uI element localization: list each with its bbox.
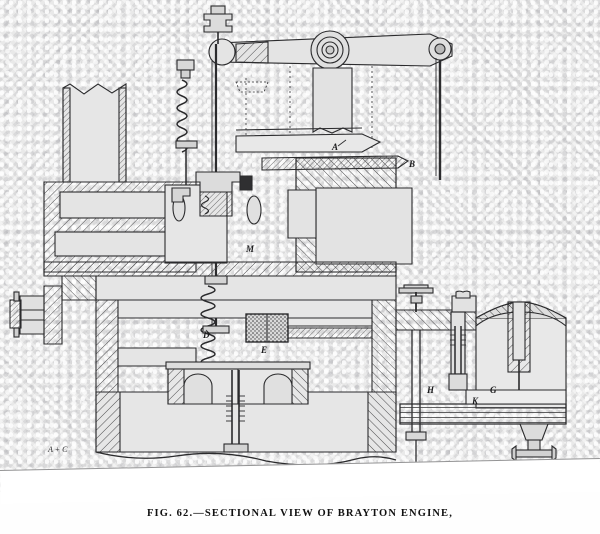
part-label-A: A	[331, 142, 338, 152]
vessel-plunger-bore	[512, 301, 526, 361]
beam-left-boss	[208, 38, 236, 66]
spring-upper-seat	[204, 275, 228, 285]
rod-E-lower	[287, 327, 373, 339]
valve-dark-block	[239, 175, 253, 191]
gland-packing-coil	[200, 195, 210, 215]
beam-end-eye-bore	[434, 43, 446, 55]
cylinder-wall-section-right	[118, 87, 127, 183]
block-lower-ceiling	[117, 299, 373, 319]
block-lower-upper-band	[95, 275, 397, 301]
piston-hatch-left	[167, 367, 185, 405]
top-valve-cap	[210, 5, 226, 15]
base-broken-edge	[95, 451, 397, 466]
top-valve-handle	[398, 284, 434, 312]
packing-gland	[195, 171, 241, 217]
liquid-level-K	[399, 403, 567, 425]
piston-cap	[165, 361, 311, 370]
part-label-M: M	[245, 244, 255, 254]
beam-pivot-ring-outer	[316, 36, 344, 64]
lower-spring-D	[200, 275, 230, 367]
piston-hatch-right	[291, 367, 309, 405]
stud-collar	[180, 69, 191, 79]
rod-E-upper	[287, 317, 373, 327]
valve-bar-A	[235, 133, 382, 153]
block-mid-deck	[43, 261, 397, 277]
stud-head	[176, 59, 195, 71]
figure-illustration: A B M D E H K G A + C	[9, 5, 567, 466]
figure-caption: FIG. 62.—SECTIONAL VIEW OF BRAYTON ENGIN…	[146, 508, 453, 519]
spring-seat	[175, 140, 198, 149]
piston-rod-threads	[226, 395, 245, 422]
left-flange-port	[9, 285, 63, 345]
beam-pivot-bore	[325, 45, 335, 55]
coil-spring-upper	[176, 79, 188, 153]
brayton-engine-sectional-drawing: A B M D E H K G A + C	[9, 5, 567, 466]
base-right-section	[367, 391, 397, 453]
piston-arch-right	[263, 373, 293, 405]
leader-lines	[205, 139, 347, 337]
inner-rod-shoe	[448, 373, 468, 391]
drain-valve-handle	[515, 449, 553, 458]
cylinder-wall-section	[62, 87, 71, 183]
engine-block	[9, 157, 413, 466]
vessel-inner-floor	[465, 389, 567, 405]
block-lower-right-wall	[371, 299, 397, 393]
cylinder-broken-wall	[62, 82, 127, 183]
top-valve-head	[203, 5, 233, 44]
block-right-cavity	[315, 187, 413, 265]
part-label-D: D	[202, 330, 210, 340]
valve-bar-A-top	[235, 127, 363, 131]
stud-spring-assembly	[175, 59, 198, 186]
part-label-B: B	[408, 159, 415, 169]
inner-rod-threads	[450, 329, 466, 346]
block-E-assembly	[245, 313, 373, 343]
dotted-cap-detail	[235, 81, 269, 93]
flange-neck-section	[43, 285, 63, 345]
block-right-port	[287, 189, 317, 239]
part-label-G: G	[490, 385, 497, 395]
spring-lower-seat	[202, 325, 230, 334]
base-left-section	[95, 391, 121, 453]
hanging-link-plate	[312, 67, 353, 134]
part-label-H: H	[426, 385, 435, 395]
beam-hatched-section	[235, 41, 269, 64]
block-left-shoulder	[61, 275, 97, 301]
oval-valve-right	[246, 195, 262, 225]
piston-arch-left	[183, 373, 213, 405]
beam-pivot-ring-inner	[321, 41, 339, 59]
rocker-beam-assembly	[203, 5, 453, 180]
part-label-K: K	[471, 396, 479, 406]
vessel-neck-cap	[455, 290, 471, 299]
vessel-inner-rod	[448, 311, 468, 391]
block-lower-left-wall	[95, 299, 119, 393]
piston-assembly	[165, 361, 311, 453]
gauge-tube-H	[405, 330, 427, 466]
part-label-group: A B M D E H K G	[202, 142, 497, 406]
drain-valve	[511, 423, 557, 463]
rod-nut	[223, 443, 249, 453]
valve-seat-bracket	[171, 187, 191, 203]
air-vessel-assembly	[395, 284, 567, 466]
flange-face	[9, 299, 22, 329]
gauge-tube-foot	[405, 431, 427, 441]
part-label-E: E	[260, 345, 267, 355]
artist-signature: A + C	[47, 445, 68, 454]
